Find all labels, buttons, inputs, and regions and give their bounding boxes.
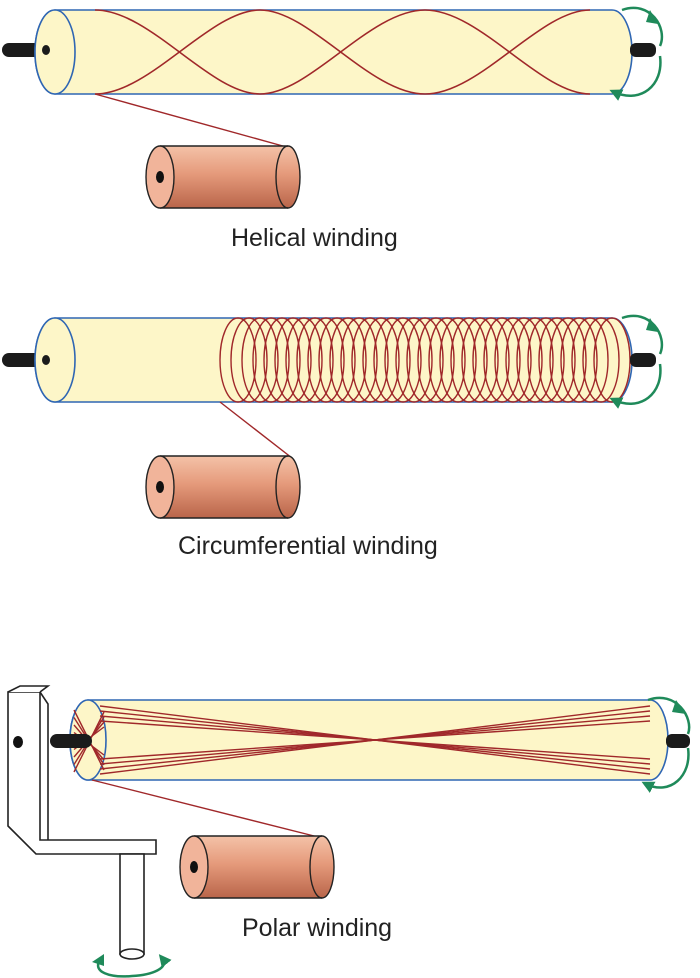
rotation-arrow xyxy=(614,6,664,96)
circumferential-wrap xyxy=(505,317,543,403)
circumferential-wrap xyxy=(560,317,598,403)
circumferential-wrap xyxy=(494,317,532,403)
bracket-stand xyxy=(7,685,157,960)
helical-winding-label: Helical winding xyxy=(231,224,398,252)
circumferential-wrap xyxy=(263,317,301,403)
circumferential-wrap xyxy=(472,317,510,403)
fiber-lead xyxy=(219,401,293,459)
circumferential-wrap xyxy=(428,317,466,403)
circumferential-wrap xyxy=(362,317,400,403)
circumferential-wrap xyxy=(516,317,554,403)
circumferential-wrap xyxy=(406,317,444,403)
circumferential-wrap xyxy=(384,317,422,403)
circumferential-wrap xyxy=(483,317,521,403)
circumferential-wrap xyxy=(527,317,565,403)
right-shaft xyxy=(630,43,656,57)
circumferential-wrap xyxy=(439,317,477,403)
circumferential-wrap xyxy=(230,317,268,403)
circumferential-wrap xyxy=(351,317,389,403)
fiber-lead xyxy=(94,93,291,149)
circumferential-wrap xyxy=(549,317,587,403)
mandrel-end-face xyxy=(34,317,76,403)
fiber-lead xyxy=(91,779,323,839)
polar-winding-panel xyxy=(7,685,691,978)
right-shaft xyxy=(666,734,690,748)
left-shaft xyxy=(50,734,92,748)
circumferential-wrap xyxy=(373,317,411,403)
base-rotation-arrow xyxy=(96,954,172,978)
circumferential-wrap xyxy=(329,317,367,403)
bracket-hole xyxy=(13,736,23,748)
helical-fiber-path-2 xyxy=(94,9,591,95)
circumferential-wrap xyxy=(417,317,455,403)
polar-fiber xyxy=(99,720,651,760)
rotation-arrow xyxy=(614,314,664,404)
circumferential-wrap xyxy=(241,317,279,403)
mandrel xyxy=(34,9,633,95)
circumferential-wrap xyxy=(296,317,334,403)
hub xyxy=(42,355,50,365)
hub xyxy=(42,45,50,55)
circumferential-wrap xyxy=(318,317,356,403)
circumferential-wrap xyxy=(252,317,290,403)
circumferential-wrap xyxy=(461,317,499,403)
right-shaft xyxy=(630,353,656,367)
mandrel-end-face xyxy=(34,9,76,95)
circumferential-wrap xyxy=(538,317,576,403)
circumferential-wrap xyxy=(219,317,257,403)
circumferential-winding-panel xyxy=(2,314,664,519)
circumferential-wrap xyxy=(582,317,620,403)
circumferential-wrap xyxy=(340,317,378,403)
circumferential-wraps xyxy=(219,317,631,403)
circumferential-winding-label: Circumferential winding xyxy=(178,532,438,560)
circumferential-wrap xyxy=(307,317,345,403)
fiber-spool xyxy=(145,145,301,209)
circumferential-wrap xyxy=(395,317,433,403)
circumferential-wrap xyxy=(274,317,312,403)
polar-winding-label: Polar winding xyxy=(242,914,393,942)
helical-winding-panel xyxy=(2,6,664,209)
circumferential-wrap xyxy=(571,317,609,403)
fiber-spool xyxy=(179,835,335,899)
fiber-spool xyxy=(145,455,301,519)
circumferential-wrap xyxy=(450,317,488,403)
circumferential-wrap xyxy=(285,317,323,403)
